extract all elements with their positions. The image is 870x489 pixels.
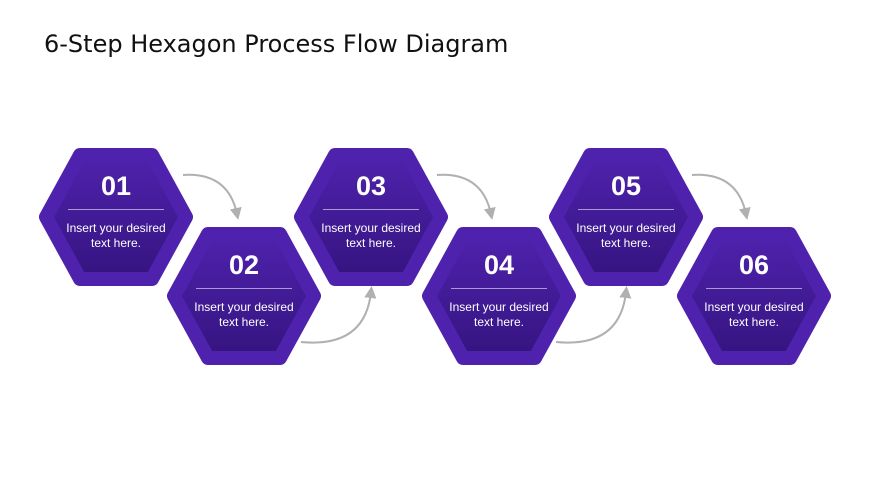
arrow-04-05 bbox=[555, 286, 632, 344]
step-05-hexagon: 05 Insert your desired text here. bbox=[549, 148, 703, 286]
step-02-number: 02 bbox=[228, 250, 260, 280]
step-02-hexagon: 02 Insert your desired text here. bbox=[167, 227, 321, 365]
step-03-hexagon: 03 Insert your desired text here. bbox=[294, 148, 448, 286]
step-06-number: 06 bbox=[738, 250, 770, 280]
hexagon-shape bbox=[422, 227, 576, 365]
step-06-text: Insert your desired text here. bbox=[704, 300, 804, 329]
hexagon-shape bbox=[167, 227, 321, 365]
step-04-hexagon: 04 Insert your desired text here. bbox=[422, 227, 576, 365]
step-01-divider bbox=[68, 209, 164, 210]
step-05-divider bbox=[578, 209, 674, 210]
step-01-text: Insert your desired text here. bbox=[66, 221, 166, 250]
step-05-text: Insert your desired text here. bbox=[576, 221, 676, 250]
step-03-text: Insert your desired text here. bbox=[321, 221, 421, 250]
step-04-text: Insert your desired text here. bbox=[449, 300, 549, 329]
step-03-number: 03 bbox=[355, 171, 387, 201]
hexagon-shape bbox=[677, 227, 831, 365]
step-02-text: Insert your desired text here. bbox=[194, 300, 294, 329]
arrow-05-06 bbox=[691, 173, 751, 220]
step-03-divider bbox=[323, 209, 419, 210]
slide-title: 6-Step Hexagon Process Flow Diagram bbox=[44, 30, 509, 58]
arrow-01-02 bbox=[182, 173, 242, 220]
step-04-number: 04 bbox=[483, 250, 515, 280]
arrow-02-03 bbox=[300, 286, 377, 344]
hexagon-shape bbox=[294, 148, 448, 286]
step-06-hexagon: 06 Insert your desired text here. bbox=[677, 227, 831, 365]
hexagon-shape bbox=[39, 148, 193, 286]
step-04-divider bbox=[451, 288, 547, 289]
step-06-divider bbox=[706, 288, 802, 289]
step-05-number: 05 bbox=[610, 171, 642, 201]
arrow-03-04 bbox=[436, 173, 496, 220]
step-01-number: 01 bbox=[100, 171, 132, 201]
step-01-hexagon: 01 Insert your desired text here. bbox=[39, 148, 193, 286]
step-02-divider bbox=[196, 288, 292, 289]
hexagon-shape bbox=[549, 148, 703, 286]
